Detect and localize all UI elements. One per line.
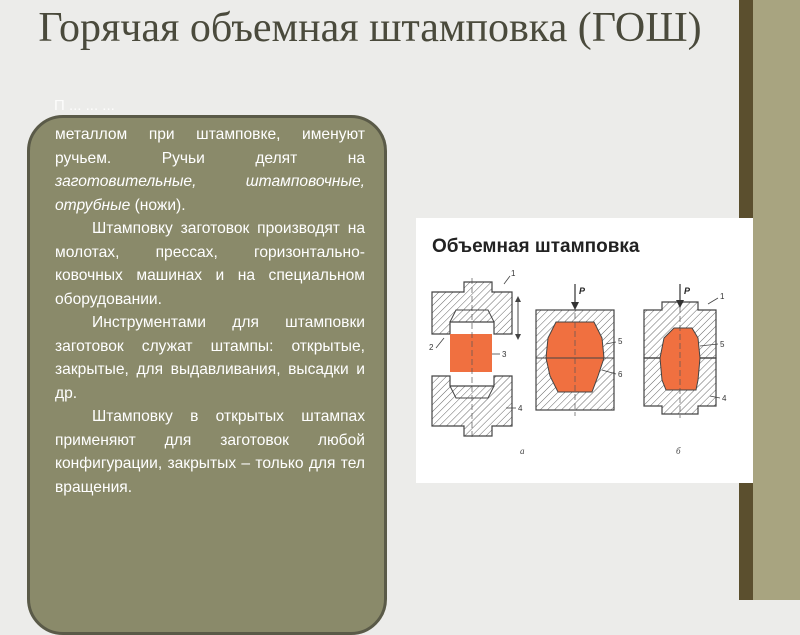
label-1b: 1 [720, 292, 725, 301]
decorative-bar-light [753, 0, 800, 600]
figure-title: Объемная штамповка [432, 236, 640, 257]
decorative-bar-gap [739, 218, 753, 483]
panel-paragraph: Штамповку в открытых штампах применяют д… [55, 405, 365, 499]
closed-die-diagram: P 1 5 4 б [643, 284, 727, 456]
sublabel-b: б [676, 446, 681, 456]
text-panel: металлом при штамповке, именуют ручьем. … [27, 115, 387, 635]
italic-term: заготовительные, штамповочные, отрубные [55, 173, 365, 214]
workpiece-middle [545, 321, 605, 393]
label-1: 1 [511, 269, 516, 278]
label-5: 5 [618, 337, 623, 346]
paragraph-text: (ножи). [130, 196, 186, 214]
label-3: 3 [502, 350, 507, 359]
force-p2: P [684, 286, 691, 296]
stamping-diagram: 1 2 3 4 а P 5 6 [429, 269, 727, 456]
paragraph-text: Штамповку в открытых штампах применяют д… [55, 408, 365, 496]
force-p1: P [579, 286, 586, 296]
open-die-closed-diagram: P 5 6 [535, 284, 623, 416]
label-4: 4 [518, 404, 523, 413]
label-4b: 4 [722, 394, 727, 403]
open-die-diagram: 1 2 3 4 а [429, 269, 525, 456]
workpiece-a [450, 334, 492, 372]
paragraph-text: Штамповку заготовок производят на молота… [55, 220, 365, 308]
paragraph-text: металлом при штамповке, именуют ручьем. … [55, 126, 365, 167]
paragraph-text: Инструментами для штамповки заготовок сл… [55, 314, 365, 402]
panel-overlap-text: П ... ... ... [54, 99, 115, 113]
panel-text: металлом при штамповке, именуют ручьем. … [55, 123, 365, 499]
label-2: 2 [429, 343, 434, 352]
label-5b: 5 [720, 340, 725, 349]
panel-paragraph: Инструментами для штамповки заготовок сл… [55, 311, 365, 405]
slide-title: Горячая объемная штамповка (ГОШ) [38, 5, 702, 51]
sublabel-a: а [520, 446, 525, 456]
workpiece-b [659, 327, 701, 391]
figure-box: Объемная штамповка 1 2 3 4 а [416, 218, 739, 483]
label-6: 6 [618, 370, 623, 379]
panel-paragraph: Штамповку заготовок производят на молота… [55, 217, 365, 311]
panel-paragraph: металлом при штамповке, именуют ручьем. … [55, 123, 365, 217]
